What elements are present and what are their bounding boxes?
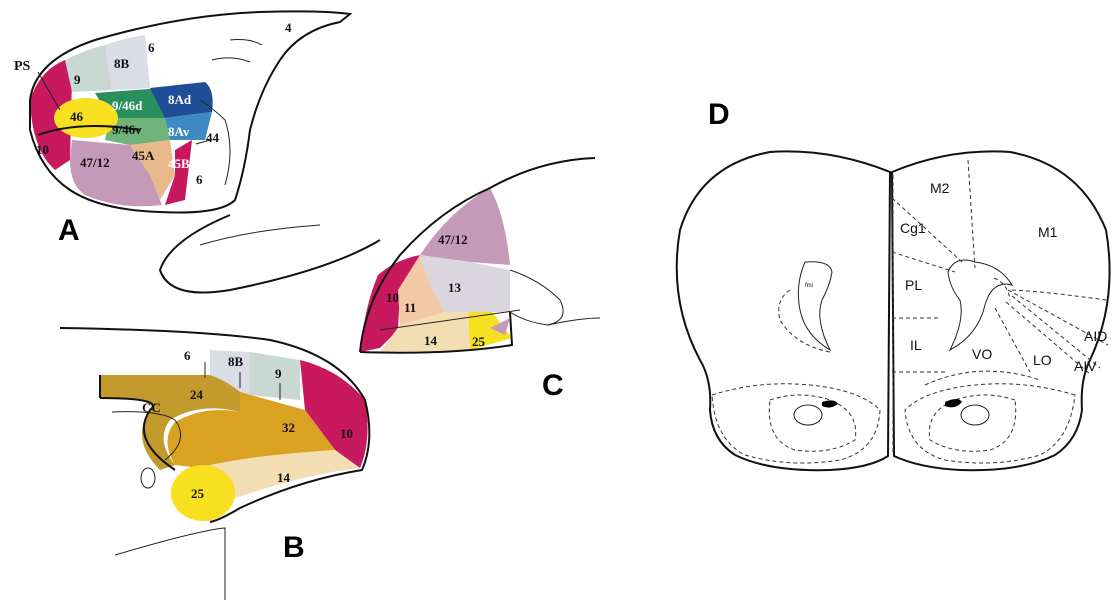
label-b-25: 25 [191,486,205,501]
div-cg1-pl [892,252,955,272]
right-black-mark [945,399,962,407]
panel-letter-c: C [542,369,564,402]
label-b-cc: CC [142,400,161,415]
sulcus-a-2 [212,58,250,62]
panel-c: 47/12 13 10 11 14 25 C [360,158,600,402]
region-a-46 [54,98,118,138]
label-b-9: 9 [275,366,282,381]
label-aid: AID [1084,328,1107,344]
label-il: IL [910,337,922,353]
label-a-10: 10 [36,142,49,157]
label-a-9-46d: 9/46d [112,98,143,113]
region-c-47-12 [420,188,510,265]
left-olfactory-outline [712,384,880,463]
right-ventricle-dash [994,278,1010,300]
div-m1-outer [1012,290,1106,300]
label-a-45b: 45B [168,156,190,171]
label-pl: PL [905,277,922,293]
region-a-9 [65,45,112,92]
label-a-45a: 45A [132,148,155,163]
label-c-14: 14 [424,333,438,348]
tail-c [548,318,600,325]
label-aiv: AIV [1074,358,1097,374]
label-a-8av: 8Av [168,124,190,139]
right-inner-circle [961,405,989,425]
label-a-8b: 8B [114,56,130,71]
label-lo: LO [1033,352,1052,368]
left-hemisphere [677,151,890,470]
label-c-13: 13 [448,280,462,295]
label-a-47-12: 47/12 [80,155,110,170]
label-b-6: 6 [184,348,191,363]
label-cg1: Cg1 [900,220,926,236]
label-c-25: 25 [472,334,486,349]
temporal-lobe-a [160,215,380,293]
label-b-14: 14 [277,470,291,485]
panel-letter-a: A [58,214,80,247]
right-hemisphere [892,151,1110,470]
div-vo [925,371,1040,385]
orbital-c [510,270,563,325]
panel-b: 6 8B 9 24 CC 32 10 14 25 B [60,328,369,600]
temporal-sulcus-a [200,225,320,245]
panel-letter-d: D [708,98,730,131]
label-a-46: 46 [70,109,84,124]
left-inner-ring [769,395,855,451]
label-a-9: 9 [74,72,81,87]
sulcus-a-1 [230,40,262,45]
div-m2-m1 [968,160,975,268]
loop-b [141,468,155,488]
label-b-24: 24 [190,387,204,402]
right-inner-ring [929,395,1015,451]
label-vo: VO [972,346,992,362]
left-lateral-ventricle [798,262,832,350]
panel-a: PS 9 8B 6 4 46 9/46d 8Ad 9/46v 8Av 44 10… [14,11,380,292]
label-b-8b: 8B [228,354,244,369]
left-inner-circle [794,405,822,425]
right-olfactory-outline [905,384,1075,463]
lower-curve-b [115,528,225,600]
label-b-32: 32 [282,420,295,435]
label-c-11: 11 [404,300,416,315]
label-c-10: 10 [386,290,399,305]
label-m2: M2 [930,180,950,196]
label-a-6-top: 6 [148,40,155,55]
label-b-10: 10 [340,426,353,441]
label-a-8ad: 8Ad [168,92,192,107]
label-ps: PS [14,59,31,74]
panel-letter-b: B [283,531,305,564]
label-a-6-bot: 6 [196,172,203,187]
right-lateral-ventricle [948,260,1012,350]
label-m1: M1 [1038,224,1058,240]
left-black-mark [822,400,838,407]
label-fmi: fmi [805,283,813,289]
panel-d: D fmi M2 M1 Cg1 [677,98,1110,470]
label-c-47-12: 47/12 [438,232,468,247]
label-a-44: 44 [206,130,220,145]
label-a-4: 4 [285,20,292,35]
label-a-9-46v: 9/46v [112,122,142,137]
